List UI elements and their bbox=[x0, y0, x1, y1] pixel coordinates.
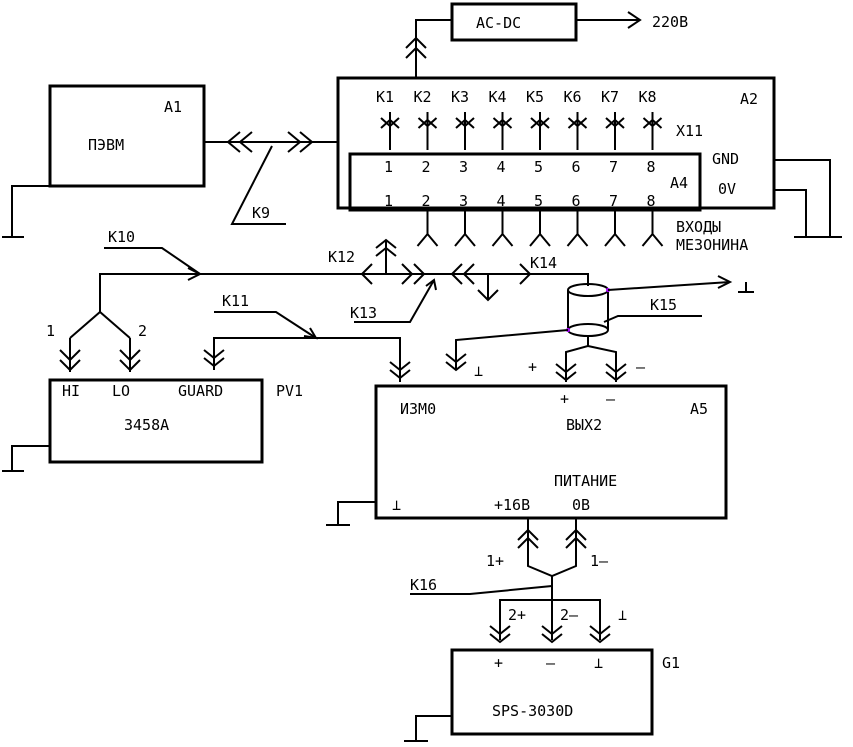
g1-minus: – bbox=[546, 654, 556, 672]
a5-izm: ИЗМ0 bbox=[400, 400, 436, 418]
a4-id: A4 bbox=[670, 174, 688, 192]
channel-label-4: K4 bbox=[489, 88, 507, 106]
a4-pin-bottom-3: 3 bbox=[459, 192, 468, 210]
k15-label: K15 bbox=[650, 296, 677, 314]
a4-pin-bottom-5: 5 bbox=[534, 192, 543, 210]
mezzanine-line1: ВХОДЫ bbox=[676, 218, 721, 236]
k10-label: K10 bbox=[108, 228, 135, 246]
a1-box bbox=[48, 84, 206, 188]
a4-pin-top-4: 4 bbox=[497, 158, 506, 176]
k16-label: K16 bbox=[410, 576, 437, 594]
a5-block: A5 ИЗМ0 + – ВЫХ2 ПИТАНИЕ +16В 0В ⊥ bbox=[326, 384, 728, 526]
k16-a: 1+ bbox=[486, 552, 504, 570]
a4-pin-top-6: 6 bbox=[572, 158, 581, 176]
k11-label: K11 bbox=[222, 292, 249, 310]
channel-label-3: K3 bbox=[451, 88, 469, 106]
channel-label-2: K2 bbox=[414, 88, 432, 106]
a4-pin-top-1: 1 bbox=[384, 158, 393, 176]
a5-out-minus: – bbox=[606, 390, 616, 408]
mezzanine-line2: МЕЗОНИНА bbox=[676, 236, 748, 254]
channel-label-6: K6 bbox=[564, 88, 582, 106]
acdc-voltage: 220В bbox=[652, 13, 688, 31]
acdc-label: AC-DC bbox=[476, 14, 521, 32]
pv1-lo: LO bbox=[112, 382, 130, 400]
g1-box bbox=[450, 648, 654, 736]
a4-pin-bottom-7: 7 bbox=[609, 192, 618, 210]
cable-k10: K10 1 2 bbox=[46, 228, 362, 372]
a2-zero: 0V bbox=[718, 180, 736, 198]
k16-b: 1– bbox=[590, 552, 609, 570]
k12-label: K12 bbox=[328, 248, 355, 266]
a4-pin-top-5: 5 bbox=[534, 158, 543, 176]
cable-k11: K11 bbox=[203, 292, 411, 382]
a2-block: A2 X11 GND 0V bbox=[336, 76, 842, 238]
a4-pin-bottom-2: 2 bbox=[422, 192, 431, 210]
cable-k12-k14: K12 K14 K13 bbox=[328, 238, 557, 323]
cable-k16: 1+ 1– K16 2+ 2– ⊥ bbox=[410, 518, 627, 644]
k16-c: 2+ bbox=[508, 606, 526, 624]
a5-plug-plus: + bbox=[528, 358, 537, 376]
a2-box bbox=[336, 76, 776, 210]
pv1-guard: GUARD bbox=[178, 382, 223, 400]
a2-id: A2 bbox=[740, 90, 758, 108]
a5-id: A5 bbox=[690, 400, 708, 418]
a5-power: ПИТАНИЕ bbox=[554, 472, 617, 490]
g1-plus: + bbox=[494, 654, 503, 672]
acdc-block: AC-DC 220В bbox=[405, 2, 688, 78]
coax-k15: K15 + – ⊥ bbox=[445, 273, 754, 382]
a4-box bbox=[348, 152, 702, 212]
channel-label-5: K5 bbox=[526, 88, 544, 106]
acdc-box bbox=[450, 2, 578, 42]
a4-pin-bottom-1: 1 bbox=[384, 192, 393, 210]
a5-plug-minus: – bbox=[636, 358, 646, 376]
a2-gnd: GND bbox=[712, 150, 739, 168]
channel-group: K1 1 1 K2 2 2 K3 3 3 K4 4 4 K5 5 5 K6 6 6 K7 7 7 K8 8 8 bbox=[376, 88, 664, 247]
a5-box bbox=[374, 384, 728, 520]
a1-block: A1 ПЭВМ bbox=[2, 84, 206, 238]
a5-out-plus: + bbox=[560, 390, 569, 408]
g1-id: G1 bbox=[662, 654, 680, 672]
a5-p16: +16В bbox=[494, 496, 530, 514]
a5-out: ВЫХ2 bbox=[566, 416, 602, 434]
a5-gnd: ⊥ bbox=[392, 496, 401, 514]
pv1-pin1: 1 bbox=[46, 322, 55, 340]
g1-gnd: ⊥ bbox=[594, 654, 603, 672]
k9-label: K9 bbox=[252, 204, 270, 222]
a1-name: ПЭВМ bbox=[88, 136, 124, 154]
pv1-pin2: 2 bbox=[138, 322, 147, 340]
g1-block: G1 + – ⊥ SPS-3030D bbox=[404, 648, 680, 742]
g1-model: SPS-3030D bbox=[492, 702, 573, 720]
cable-k9: K9 bbox=[204, 131, 338, 225]
a4-pin-top-2: 2 bbox=[422, 158, 431, 176]
pv1-id: PV1 bbox=[276, 382, 303, 400]
k13-label: K13 bbox=[350, 304, 377, 322]
a4-pin-bottom-6: 6 bbox=[572, 192, 581, 210]
a4-block: A4 bbox=[348, 152, 702, 212]
k16-e: ⊥ bbox=[618, 606, 627, 624]
a4-pin-bottom-4: 4 bbox=[497, 192, 506, 210]
a5-p0: 0В bbox=[572, 496, 590, 514]
channel-label-8: K8 bbox=[639, 88, 657, 106]
k16-d: 2– bbox=[560, 606, 579, 624]
channel-label-7: K7 bbox=[601, 88, 619, 106]
channel-label-1: K1 bbox=[376, 88, 394, 106]
a5-plug-gnd: ⊥ bbox=[474, 362, 483, 380]
pv1-box bbox=[48, 378, 264, 464]
a4-pin-bottom-8: 8 bbox=[647, 192, 656, 210]
pv1-block: PV1 HI LO GUARD 3458A bbox=[2, 378, 303, 472]
a4-pin-top-8: 8 bbox=[647, 158, 656, 176]
a1-id: A1 bbox=[164, 98, 182, 116]
pv1-hi: HI bbox=[62, 382, 80, 400]
pv1-model: 3458A bbox=[124, 416, 169, 434]
a4-pin-top-7: 7 bbox=[609, 158, 618, 176]
a2-connector: X11 bbox=[676, 122, 703, 140]
k14-label: K14 bbox=[530, 254, 557, 272]
a4-pin-top-3: 3 bbox=[459, 158, 468, 176]
